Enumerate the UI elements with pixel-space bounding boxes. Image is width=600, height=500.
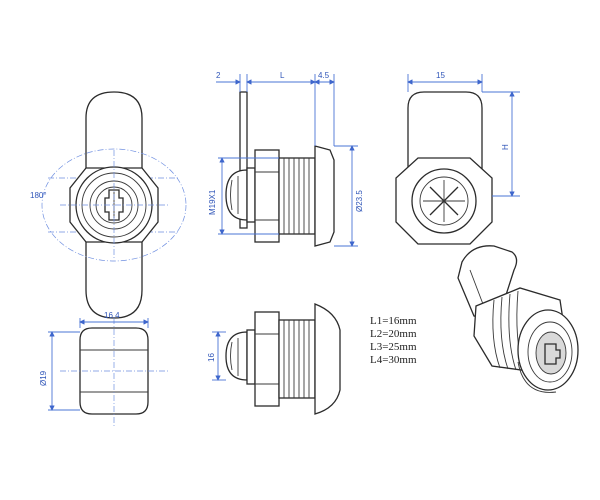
side-view: 2 L 4.5 M19X1 Ø23.5: [208, 71, 364, 247]
dim-diameter-side: Ø23.5: [355, 190, 364, 212]
bottom-left-view: 16.4 Ø19: [39, 311, 168, 426]
screw-head: [225, 169, 248, 221]
length-specs: L1=16mm L2=20mm L3=25mm L4=30mm: [370, 315, 417, 366]
angle-label: 180°: [30, 191, 47, 200]
hex-nut-side: [254, 149, 280, 243]
dim-top-right: 4.5: [318, 71, 330, 80]
dim-top-left: 2: [216, 71, 221, 80]
washer: [246, 167, 256, 223]
thread-lines: [283, 158, 310, 234]
cam-outline-vertical: [85, 91, 143, 319]
keyway-3d-icon: [544, 343, 561, 365]
bottom-middle-view: 16: [207, 303, 341, 415]
dim-diameter-front: Ø19: [39, 370, 48, 386]
length-spec-4: L4=30mm: [370, 354, 417, 366]
front-flange-bottom: [314, 303, 341, 415]
thread-3d: [492, 290, 525, 372]
front-view: 180°: [30, 91, 187, 319]
dim-cam-width: 15: [436, 71, 445, 80]
top-right-view: 15 H: [395, 71, 520, 245]
screw-detail: [230, 176, 239, 214]
hex-nut-bottom: [254, 311, 280, 407]
length-spec-3: L3=25mm: [370, 341, 417, 353]
length-spec-1: L1=16mm: [370, 315, 417, 327]
isometric-view: [457, 245, 579, 393]
dim-flat-width: 16.4: [104, 311, 120, 320]
dim-cam-height: H: [501, 144, 510, 150]
keyway-icon: [104, 189, 124, 221]
rotation-arc: [41, 148, 187, 262]
cam-plate: [239, 91, 248, 229]
screw-head-bottom: [225, 331, 248, 381]
length-spec-2: L2=20mm: [370, 328, 417, 340]
front-flange: [314, 145, 335, 247]
dim-height-16: 16: [207, 353, 216, 362]
dim-top-mid: L: [280, 71, 285, 80]
dim-thread: M19X1: [208, 189, 217, 215]
